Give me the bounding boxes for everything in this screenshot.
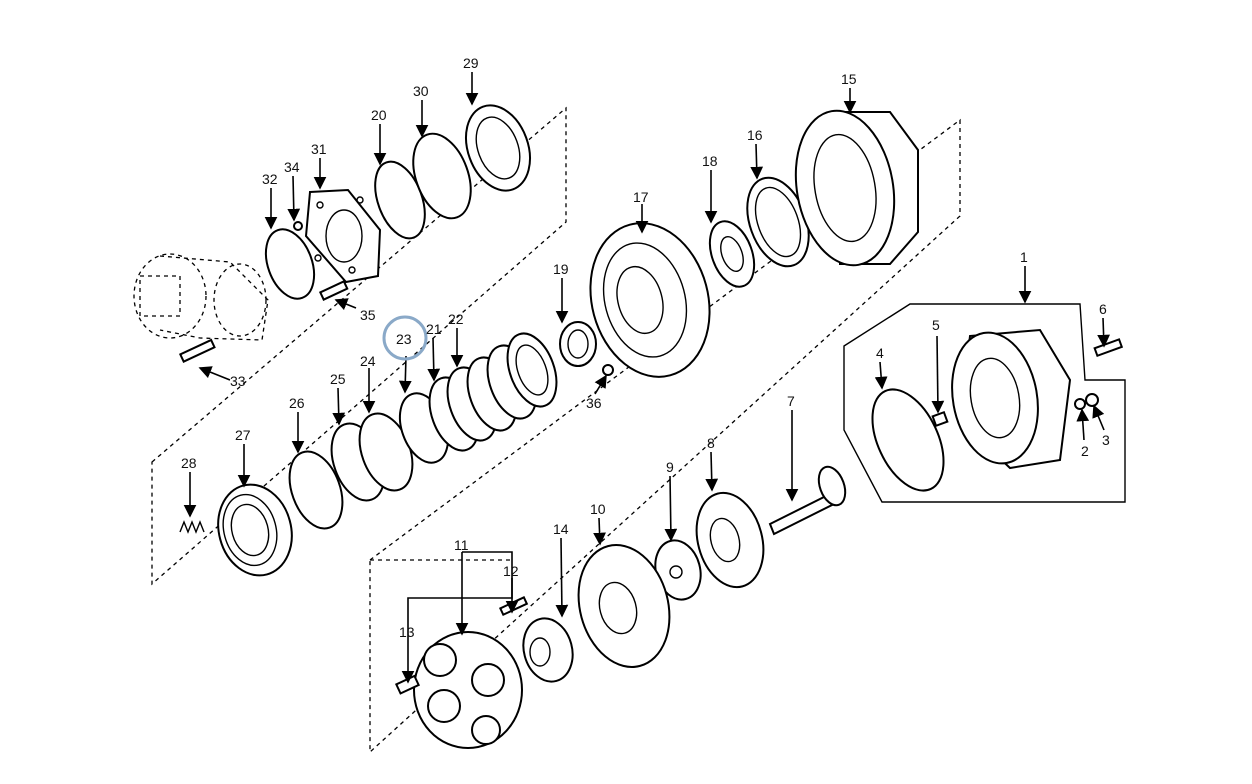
callout-15: 15 <box>841 71 857 87</box>
callout-3: 3 <box>1102 432 1110 448</box>
callout-9: 9 <box>666 459 674 475</box>
callout-2: 2 <box>1081 443 1089 459</box>
callout-labels: 1 2 3 4 5 6 7 8 9 10 11 12 13 14 15 16 1… <box>181 55 1110 640</box>
callout-20: 20 <box>371 107 387 123</box>
assembly-1-box <box>843 303 1126 503</box>
block-5 <box>931 410 949 428</box>
callout-1: 1 <box>1020 249 1028 265</box>
housing-17 <box>589 222 711 378</box>
ring-4 <box>871 388 945 492</box>
bolt-6 <box>1093 338 1124 358</box>
callout-36: 36 <box>586 395 602 411</box>
callout-7: 7 <box>787 393 795 409</box>
callout-8: 8 <box>707 435 715 451</box>
callout-31: 31 <box>311 141 327 157</box>
callout-32: 32 <box>262 171 278 187</box>
callout-5: 5 <box>932 317 940 333</box>
gear-8 <box>695 491 765 589</box>
callout-29: 29 <box>463 55 479 71</box>
callout-12: 12 <box>503 563 519 579</box>
washer-2 <box>1074 398 1086 410</box>
callout-28: 28 <box>181 455 197 471</box>
callout-33: 33 <box>230 373 246 389</box>
hub-15 <box>794 109 919 267</box>
shaft-7 <box>768 465 847 536</box>
callout-25: 25 <box>330 371 346 387</box>
callout-14: 14 <box>553 521 569 537</box>
dashed-group-upper-left <box>151 106 567 586</box>
o-ring-32 <box>264 228 316 300</box>
callout-35: 35 <box>360 307 376 323</box>
callout-23-highlight <box>382 315 428 361</box>
callout-27: 27 <box>235 427 251 443</box>
gear-19 <box>559 321 597 367</box>
plug-3 <box>1085 393 1099 407</box>
motor-outline <box>133 253 269 341</box>
callout-24: 24 <box>360 353 376 369</box>
cover-plate <box>304 188 382 284</box>
carrier-10 <box>577 544 671 668</box>
callout-23: 23 <box>396 331 412 347</box>
callout-16: 16 <box>747 127 763 143</box>
bolt-35 <box>318 280 349 301</box>
callout-17: 17 <box>633 189 649 205</box>
callout-21: 21 <box>426 321 442 337</box>
seal-29 <box>465 104 531 192</box>
washer-34 <box>293 221 303 231</box>
planetary-assembly-11 <box>413 631 523 749</box>
callout-11: 11 <box>454 537 469 553</box>
callout-19: 19 <box>553 261 569 277</box>
washer-36 <box>602 364 614 376</box>
spring-28 <box>179 520 205 534</box>
callout-6: 6 <box>1099 301 1107 317</box>
assembly-1 <box>951 328 1072 470</box>
callout-18: 18 <box>702 153 718 169</box>
dashed-group-upper-right <box>369 118 961 754</box>
bearing-27 <box>217 483 293 577</box>
callout-4: 4 <box>876 345 884 361</box>
bolt-12 <box>498 596 529 617</box>
leader-lines <box>183 72 1110 684</box>
friction-disc-stack <box>428 332 558 452</box>
callout-10: 10 <box>590 501 606 517</box>
gear-14 <box>522 617 574 683</box>
callout-13: 13 <box>399 624 415 640</box>
callout-30: 30 <box>413 83 429 99</box>
callout-26: 26 <box>289 395 305 411</box>
bolt-33 <box>178 338 216 363</box>
callout-34: 34 <box>284 159 300 175</box>
callout-22: 22 <box>448 311 464 327</box>
disc-18 <box>708 220 756 288</box>
